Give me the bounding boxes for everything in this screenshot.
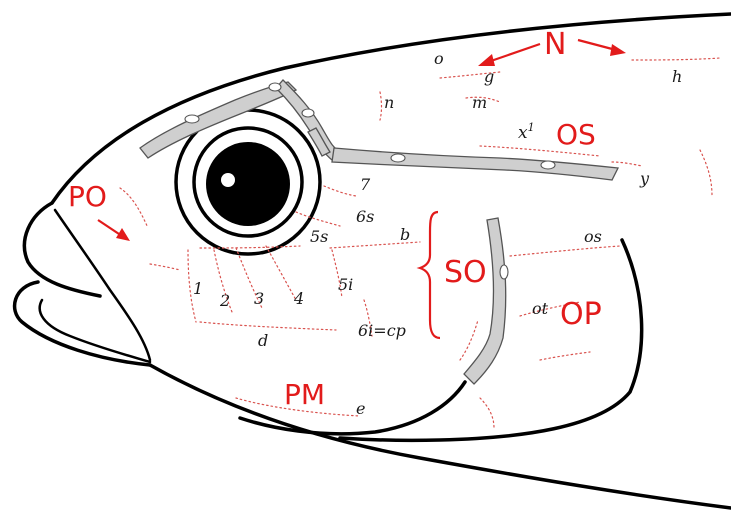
canal-pore	[184, 114, 200, 124]
pore-label-6s: 6s	[356, 207, 374, 226]
pore-label-b: b	[400, 225, 410, 244]
connecting-canal	[307, 127, 331, 157]
arrowhead	[610, 44, 626, 56]
pore-labels: o g h m n x1 y 7 6s 5s b os 1 2 3 4 5i 6…	[193, 49, 682, 418]
arrow-n-left	[487, 42, 541, 64]
canal-pore	[390, 153, 406, 163]
ventral-profile	[148, 363, 731, 510]
arrow-po	[97, 219, 123, 237]
pore-label-x1: x1	[518, 121, 535, 143]
pore-label-7: 7	[360, 175, 371, 194]
opercle-margin	[338, 238, 644, 443]
pore-label-o: o	[434, 49, 444, 68]
arrowhead	[478, 54, 495, 66]
pore-label-n: n	[384, 93, 394, 112]
temporal-canal	[331, 147, 620, 181]
dorsal-profile	[50, 12, 731, 205]
label-n: N	[544, 27, 566, 62]
pore-label-m: m	[472, 93, 487, 112]
pore-label-g: g	[484, 67, 494, 86]
label-os: OS	[556, 118, 596, 151]
pore-label-6i-cp: 6i=cp	[358, 321, 406, 340]
preopercle-curve	[238, 380, 467, 436]
eye	[174, 108, 322, 256]
label-po: PO	[68, 180, 107, 213]
lower-jaw	[12, 280, 152, 367]
eye-highlight	[221, 173, 235, 187]
pore-label-e: e	[356, 399, 365, 418]
arrow-n-right	[577, 38, 617, 52]
pore-label-1: 1	[193, 279, 203, 298]
pore-label-4: 4	[293, 289, 304, 308]
label-op: OP	[560, 297, 602, 332]
pore-lines	[119, 57, 721, 429]
mouth-line	[53, 208, 152, 362]
pore-label-3: 3	[254, 289, 264, 308]
canal-pore	[540, 160, 556, 170]
pore-label-y: y	[639, 169, 650, 188]
arrows	[97, 38, 626, 241]
pore-label-d: d	[258, 331, 268, 350]
pore-label-5i: 5i	[338, 275, 353, 294]
canal-pore	[301, 108, 315, 118]
canal-pore	[268, 82, 282, 92]
sensory-canals	[139, 79, 620, 385]
so-brace	[416, 210, 441, 340]
eye-pupil	[206, 142, 290, 226]
preopercular-canal	[463, 217, 507, 385]
pore-label-5s: 5s	[310, 227, 328, 246]
upper-lip	[22, 201, 102, 298]
pore-label-ot: ot	[532, 299, 549, 318]
lower-jaw-inner	[38, 298, 152, 364]
head-outline	[12, 12, 731, 510]
region-labels: N OS PO SO OP PM	[68, 27, 602, 411]
label-pm: PM	[284, 378, 325, 411]
arrowhead	[116, 228, 130, 241]
pore-label-2: 2	[219, 291, 230, 310]
pore-label-h: h	[672, 67, 682, 86]
label-so: SO	[444, 255, 487, 290]
pore-label-os: os	[584, 227, 602, 246]
canal-pore	[499, 264, 509, 280]
